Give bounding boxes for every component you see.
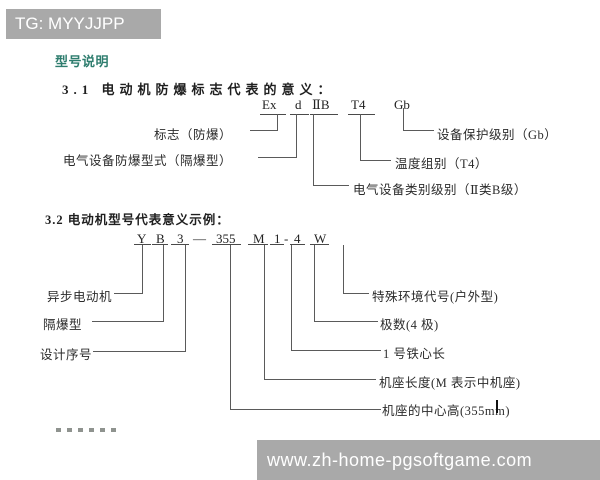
- code-token-iib: ⅡB: [312, 97, 330, 112]
- underline-b: [152, 244, 168, 245]
- code-token-d: d: [295, 97, 302, 112]
- label-pole-number: 极数(4 极): [380, 318, 439, 332]
- label-protection-level: 设备保护级别（Gb）: [437, 128, 558, 142]
- underline-iib: [310, 114, 338, 115]
- label-mark-explosion-proof: 标志（防爆）: [153, 128, 232, 142]
- underline-m: [248, 244, 268, 245]
- connector-t4: [360, 114, 391, 161]
- underline-4: [290, 244, 305, 245]
- code-token-1: 1: [274, 231, 281, 246]
- connector-y: [114, 245, 143, 294]
- bottom-watermark-text: www.zh-home-pgsoftgame.com: [267, 449, 533, 470]
- underline-355: [212, 244, 241, 245]
- underline-y: [134, 244, 151, 245]
- connector-gb: [403, 108, 434, 131]
- label-category-level: 电气设备类别级别（Ⅱ类B级）: [353, 183, 527, 197]
- top-watermark-bar: TG: MYYJJPP: [6, 9, 161, 39]
- code-token-gb: Gb: [394, 97, 410, 112]
- underline-d: [290, 114, 309, 115]
- connector-iib: [313, 114, 349, 186]
- underline-3: [171, 244, 189, 245]
- connector-4: [314, 245, 378, 322]
- bottom-watermark-bar: www.zh-home-pgsoftgame.com: [257, 440, 600, 480]
- connector-m: [264, 245, 376, 380]
- label-frame-length: 机座长度(M 表示中机座): [379, 376, 521, 390]
- label-special-environment: 特殊环境代号(户外型): [372, 290, 499, 304]
- clipped-text-fragment: [56, 428, 118, 432]
- code-token-t4: T4: [351, 97, 366, 112]
- code-token-3: 3: [177, 231, 184, 246]
- connector-ex: [250, 114, 278, 131]
- code-token-355: 355: [216, 231, 236, 246]
- label-equipment-type: 电气设备防爆型式（隔爆型）: [62, 154, 232, 168]
- code-token-b: B: [156, 231, 165, 246]
- connector-d: [258, 114, 297, 158]
- connector-w: [343, 245, 369, 294]
- top-watermark-text: TG: MYYJJPP: [15, 14, 125, 33]
- label-flameproof-type: 隔爆型: [42, 318, 82, 332]
- label-async-motor: 异步电动机: [46, 290, 112, 304]
- code-token-w: W: [314, 231, 327, 246]
- underline-1: [270, 244, 284, 245]
- label-core-length: 1 号铁心长: [383, 347, 446, 361]
- connector-1: [291, 245, 381, 351]
- code-token-hyphen: -: [284, 231, 289, 246]
- code-token-y: Y: [137, 231, 147, 246]
- code-token-ex: Ex: [262, 97, 277, 112]
- connector-355: [230, 245, 381, 410]
- page-title: 型号说明: [55, 54, 110, 69]
- code-token-m: M: [253, 231, 265, 246]
- code-token-dash: —: [193, 231, 206, 246]
- section-3-1-heading: 3.1 电动机防爆标志代表的意义：: [62, 82, 336, 97]
- underline-t4: [348, 114, 375, 115]
- connector-3: [93, 245, 186, 352]
- label-temperature-group: 温度组别（T4）: [395, 157, 488, 171]
- label-center-height: 机座的中心高(355mm): [382, 404, 511, 418]
- text-cursor: [496, 400, 498, 413]
- section-3-2-heading: 3.2 电动机型号代表意义示例：: [45, 213, 230, 227]
- connector-b: [92, 245, 164, 322]
- code-token-4: 4: [294, 231, 301, 246]
- underline-ex: [260, 114, 286, 115]
- label-design-number: 设计序号: [39, 348, 92, 362]
- underline-w: [310, 244, 329, 245]
